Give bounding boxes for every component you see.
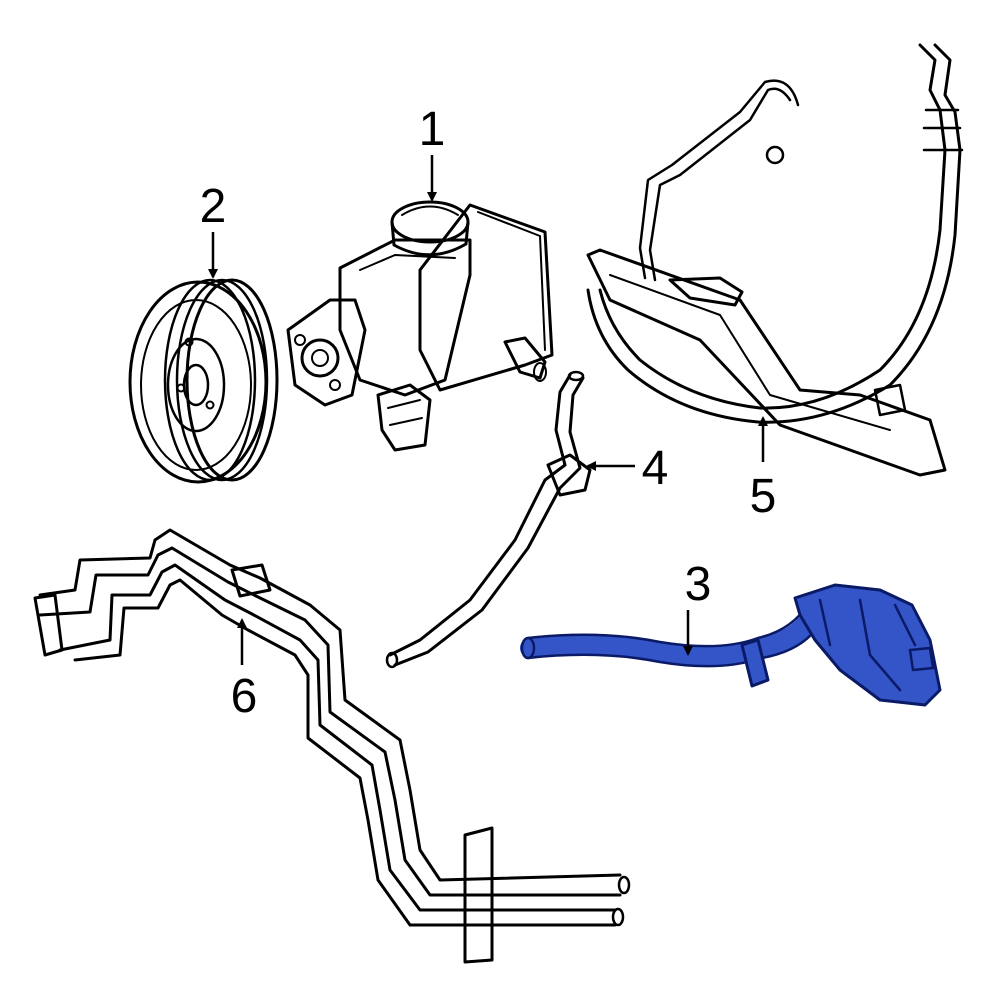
callout-2: 2 — [200, 180, 227, 233]
callout-leaders — [208, 155, 768, 665]
reservoir-hose-part[interactable] — [520, 583, 942, 707]
callout-6: 6 — [231, 670, 258, 723]
callout-4: 4 — [642, 442, 669, 495]
cooler-lines-part[interactable] — [33, 528, 631, 964]
callout-5: 5 — [750, 470, 777, 523]
callout-1: 1 — [419, 103, 446, 156]
return-hose-part[interactable] — [385, 370, 592, 669]
power-steering-pump-part[interactable] — [286, 200, 554, 452]
pressure-hose-part[interactable] — [586, 43, 964, 477]
callout-3: 3 — [685, 558, 712, 611]
pulley-part[interactable] — [128, 278, 279, 484]
